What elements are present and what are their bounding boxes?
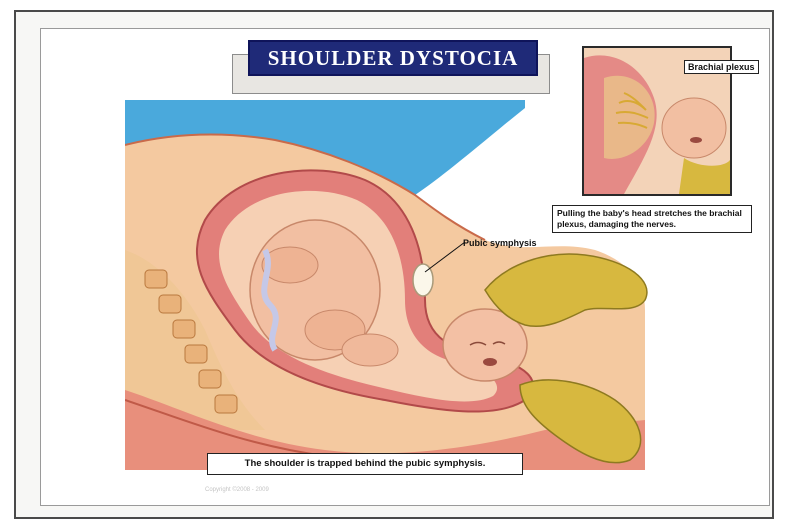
baby-mouth [483,358,497,366]
page-title: SHOULDER DYSTOCIA [248,40,538,76]
pubic-symphysis-label: Pubic symphysis [463,238,537,248]
inset-baby-head [662,98,726,158]
shoulder-caption: The shoulder is trapped behind the pubic… [207,453,523,475]
pulling-caption: Pulling the baby's head stretches the br… [552,205,752,233]
fetus-shoulder [342,334,398,366]
copyright-text: Copyright ©2008 - 2009 [205,487,269,493]
brachial-plexus-label: Brachial plexus [684,60,759,74]
